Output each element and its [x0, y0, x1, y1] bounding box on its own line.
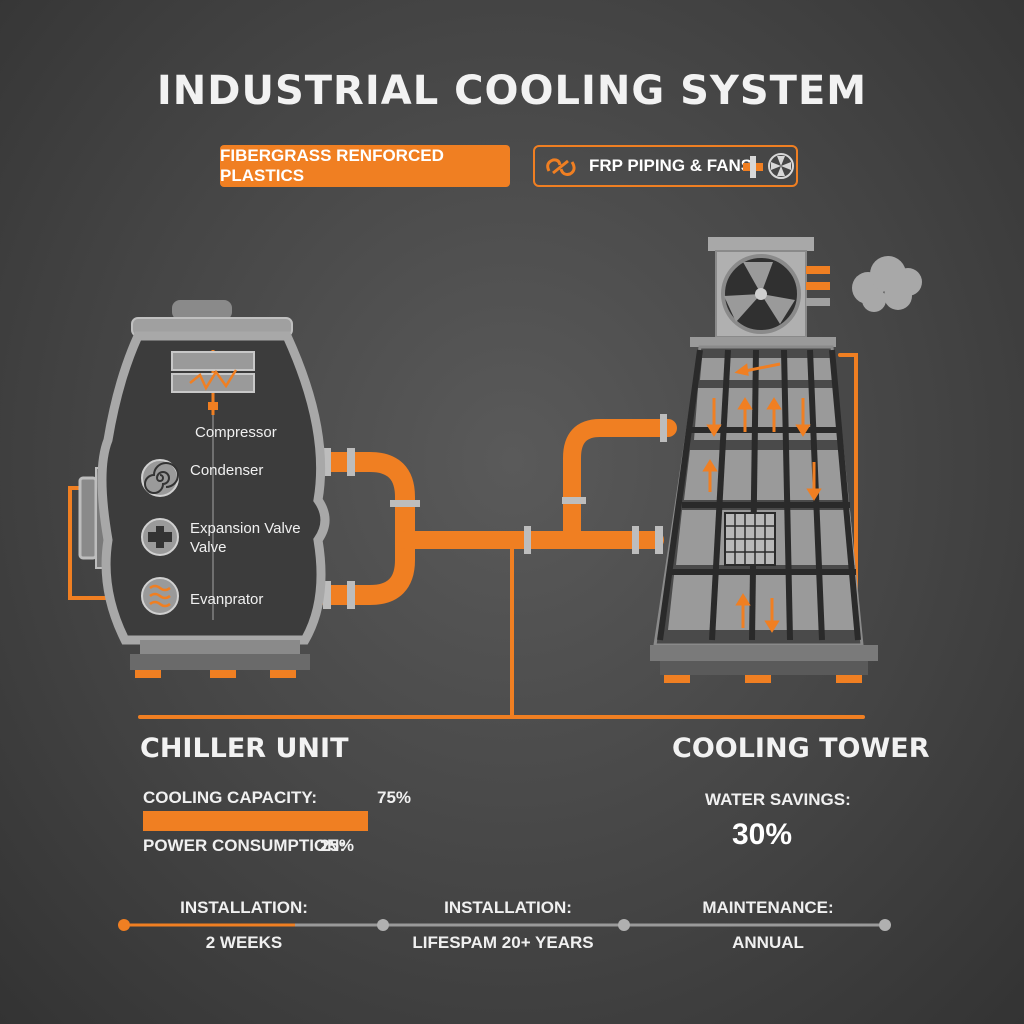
- valve-icon: [743, 156, 763, 178]
- timeline-value: LIFESPAM 20+ YEARS: [412, 933, 594, 952]
- timeline-label: INSTALLATION:: [180, 898, 308, 917]
- cooling-capacity-value: 75%: [377, 788, 412, 807]
- flow-arrows: [702, 362, 822, 633]
- wave-icon: [141, 577, 179, 615]
- compressor-label: Compressor: [195, 424, 277, 441]
- chiller-unit-title: CHILLER UNIT: [140, 733, 349, 764]
- tower-fan-icon: [721, 254, 801, 334]
- water-savings-value: 30%: [732, 818, 793, 851]
- timeline-dot: [618, 919, 630, 931]
- cooling-capacity-bar: [143, 811, 443, 831]
- timeline-value: ANNUAL: [732, 933, 804, 952]
- piping-fans-label: FRP PIPING & FANS: [589, 156, 753, 175]
- cooling-tower: [650, 237, 922, 683]
- chiller-unit: [78, 300, 330, 678]
- condenser-label: Condenser: [190, 462, 264, 479]
- cooling-capacity-label: COOLING CAPACITY:: [143, 788, 318, 807]
- cooling-tower-title: COOLING TOWER: [672, 733, 930, 764]
- frp-badge-label: FIBERGRASS RENFORCED PLASTICS: [220, 146, 444, 185]
- timeline-dot: [118, 919, 130, 931]
- valve-icon: [141, 518, 179, 556]
- timeline-dot: [879, 919, 891, 931]
- evaporator-label: Evanprator: [190, 591, 264, 608]
- power-consumption-label: POWER CONSUMPTION:: [143, 836, 346, 855]
- power-consumption-value: 25%: [320, 836, 355, 855]
- page-title: INDUSTRIAL COOLING SYSTEM: [156, 68, 868, 114]
- spiral-icon: [141, 459, 179, 497]
- expansion-valve-label: Expansion Valve: [190, 520, 301, 537]
- fan-icon: [768, 153, 794, 179]
- pipe-flanges: [323, 414, 667, 609]
- steam-cloud-icon: [852, 256, 922, 312]
- water-savings-label: WATER SAVINGS:: [705, 790, 851, 809]
- link-icon: [546, 158, 576, 176]
- timeline-value: 2 WEEKS: [205, 933, 283, 952]
- piping-fans-badge: FRP PIPING & FANS: [533, 145, 798, 187]
- expansion-valve-sublabel: Valve: [190, 539, 227, 556]
- timeline-track: [118, 919, 891, 931]
- frp-badge: FIBERGRASS RENFORCED PLASTICS: [220, 145, 510, 187]
- timeline-dot: [377, 919, 389, 931]
- cooling-capacity-bar-fill: [143, 811, 368, 831]
- timeline-label: INSTALLATION:: [444, 898, 572, 917]
- timeline-label: MAINTENANCE:: [702, 898, 834, 917]
